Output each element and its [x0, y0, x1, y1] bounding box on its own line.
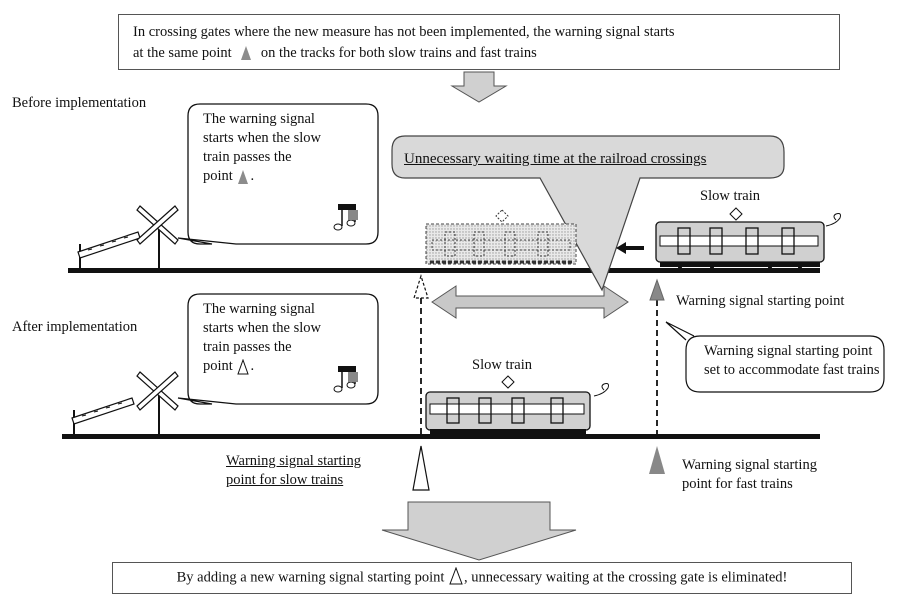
gray-triangle-icon	[235, 45, 257, 61]
speech-bubble-after	[177, 293, 379, 405]
bubble-before-line3: train passes the	[203, 149, 292, 165]
left-arrow	[616, 242, 644, 254]
fast-point-label: Warning signal starting point for fast t…	[682, 456, 817, 494]
train-icon	[425, 375, 609, 434]
bubble-after-line4: point	[203, 358, 233, 374]
warning-start-label: Warning signal starting point	[676, 293, 845, 309]
bubble-before-line1: The warning signal	[203, 111, 315, 127]
after-label: After implementation	[12, 319, 138, 335]
fast-point-line2: point for fast trains	[682, 476, 793, 492]
fast-trains-callout	[665, 321, 885, 393]
bubble-after-line4-wrap: point .	[203, 357, 321, 376]
fast-callout-line1: Warning signal starting point	[704, 343, 873, 359]
slow-point-up-arrow	[413, 274, 429, 299]
waiting-time-callout	[391, 135, 785, 292]
triangle-marker-icon	[412, 445, 430, 491]
slow-point-label: Warning signal starting point for slow t…	[226, 452, 361, 490]
slow-point-line1: Warning signal starting	[226, 453, 361, 469]
bubble-after-period: .	[250, 358, 255, 374]
bottom-box-part2: , unnecessary waiting at the crossing ga…	[464, 569, 788, 586]
gray-triangle-icon	[238, 169, 249, 184]
double-arrow	[431, 285, 629, 319]
down-arrow-bottom	[381, 501, 577, 561]
top-box-line1: In crossing gates where the new measure …	[133, 24, 675, 40]
train-icon	[655, 207, 841, 270]
bubble-before-line2: starts when the slow	[203, 130, 321, 146]
crossing-gate-icon	[77, 205, 179, 270]
music-note-icon	[333, 204, 358, 231]
bubble-after-text: The warning signal starts when the slow …	[203, 300, 321, 376]
bubble-after-line3: train passes the	[203, 339, 292, 355]
fast-point-line1: Warning signal starting	[682, 457, 817, 473]
triangle-marker-icon	[649, 446, 665, 474]
ghost-train-icon	[425, 209, 577, 265]
track-before	[68, 268, 820, 273]
top-box-line2: at the same point on the tracks for both…	[133, 43, 825, 64]
speech-bubble-before	[177, 103, 379, 245]
top-box-line2a: at the same point	[133, 45, 232, 61]
bubble-after-line1: The warning signal	[203, 301, 315, 317]
bottom-conclusion-box: By adding a new warning signal starting …	[112, 562, 852, 594]
bubble-before-line4-wrap: point .	[203, 167, 321, 186]
before-label: Before implementation	[12, 95, 147, 111]
down-arrow-top	[450, 71, 508, 103]
track-after	[62, 434, 820, 439]
top-box-line2b: on the tracks for both slow trains and f…	[260, 45, 537, 61]
white-triangle-icon	[449, 567, 463, 585]
music-note-icon	[333, 366, 358, 393]
white-triangle-icon	[237, 358, 250, 375]
fast-callout-text: Warning signal starting point set to acc…	[704, 342, 880, 380]
bubble-before-line4: point	[203, 168, 233, 184]
crossing-gate-icon	[71, 371, 179, 436]
bubble-before-period: .	[250, 168, 255, 184]
bubble-after-line2: starts when the slow	[203, 320, 321, 336]
waiting-callout-text: Unnecessary waiting time at the railroad…	[404, 151, 707, 167]
fast-callout-line2: set to accommodate fast trains	[704, 362, 880, 378]
slow-train-label-top: Slow train	[700, 188, 761, 204]
top-description-box: In crossing gates where the new measure …	[118, 14, 840, 70]
bottom-box-part1: By adding a new warning signal starting …	[176, 569, 445, 586]
bubble-before-text: The warning signal starts when the slow …	[203, 110, 321, 186]
slow-train-label-bottom: Slow train	[472, 357, 533, 373]
fast-point-up-arrow	[649, 278, 665, 301]
slow-point-line2: point for slow trains	[226, 472, 344, 488]
